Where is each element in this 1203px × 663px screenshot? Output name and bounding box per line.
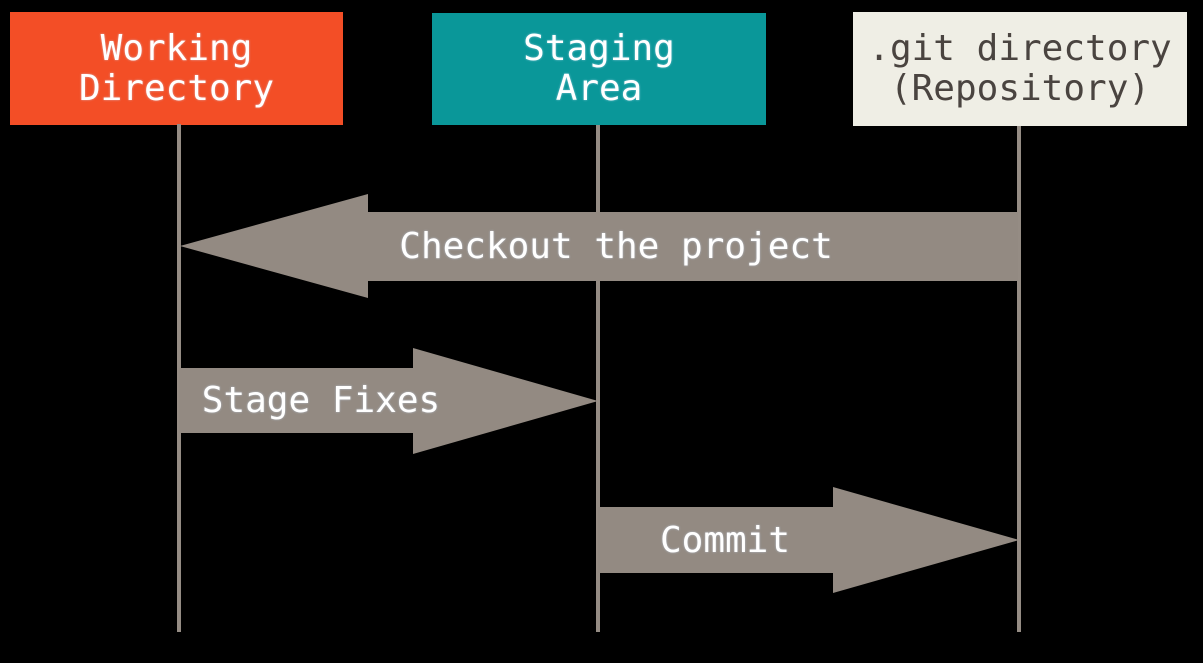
node-git-directory-label-line2: (Repository) [889, 68, 1151, 109]
commit-arrow-shaft [598, 507, 833, 573]
node-working-directory-label-line1: Working [100, 27, 253, 69]
checkout-arrow-left-arrowhead-icon [180, 194, 368, 298]
lifeline-staging-area [596, 125, 600, 632]
stage-fixes-arrow-shaft [179, 368, 413, 433]
checkout-arrow-label: Checkout the project [399, 226, 833, 267]
node-staging-area-label-line1: Staging [523, 28, 675, 69]
node-git-directory-label-line1: .git directory [868, 28, 1172, 69]
node-git-directory: .git directory (Repository) [853, 12, 1187, 126]
node-staging-area-label-line2: Area [555, 68, 643, 109]
node-working-directory-label-line2: Directory [78, 67, 275, 109]
checkout-arrow-shaft [368, 212, 1018, 281]
node-working-directory: Working Directory [10, 12, 343, 125]
commit-arrow-label: Commit [659, 519, 791, 561]
stage-fixes-arrow-label: Stage Fixes [201, 380, 441, 421]
stage-fixes-arrow-right-arrowhead-icon [413, 348, 598, 454]
lifeline-git-directory [1017, 126, 1021, 632]
node-staging-area: Staging Area [432, 13, 766, 125]
commit-arrow-right-arrowhead-icon [833, 487, 1019, 593]
